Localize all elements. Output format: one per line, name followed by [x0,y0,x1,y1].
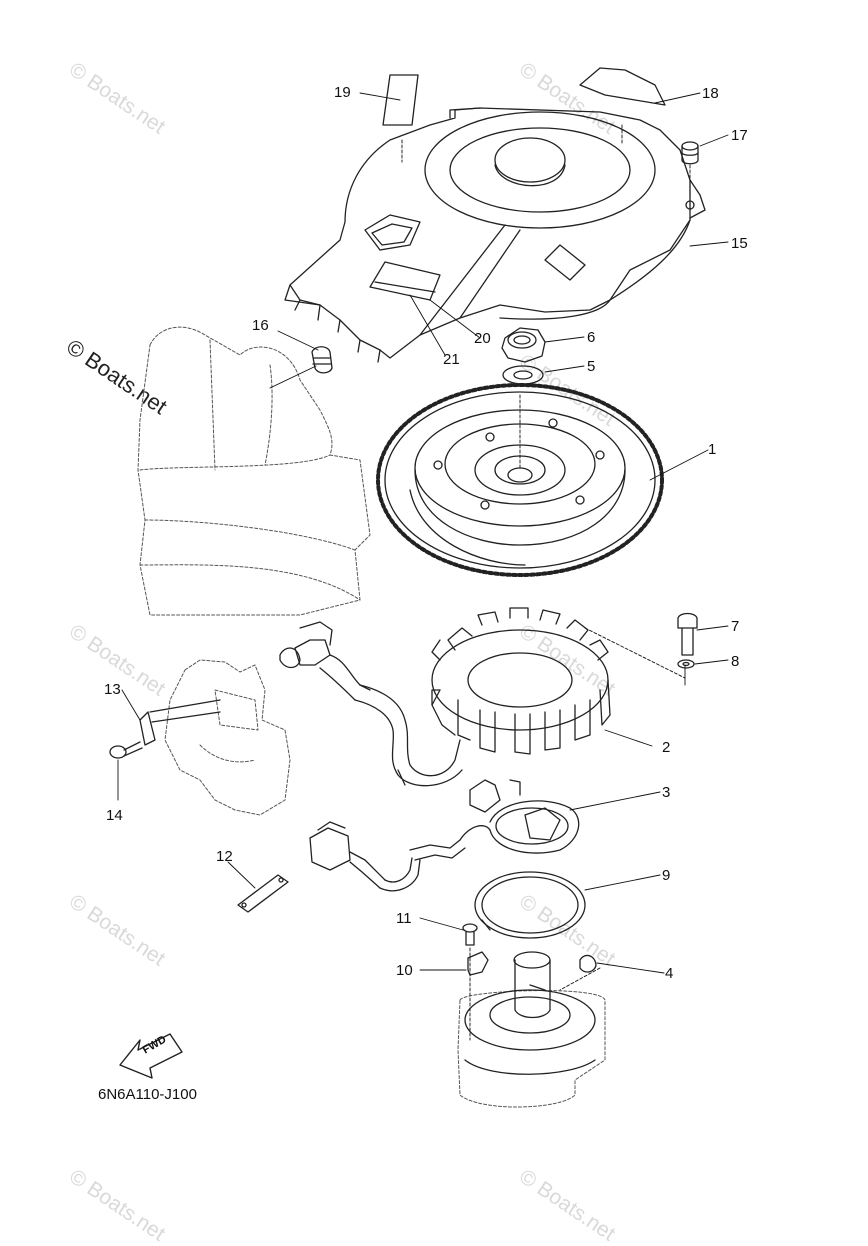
screw [109,741,143,759]
label-plate [369,261,441,301]
callout-12: 12 [216,848,233,865]
grommet [311,346,333,374]
grommet [681,141,699,165]
stator-wire-harness [279,621,463,787]
crankcase-base [457,951,606,1108]
callout-13: 13 [104,681,121,698]
callout-17: 17 [731,127,748,144]
callout-11: 11 [396,910,412,927]
callout-7: 7 [731,618,740,635]
flywheel [376,383,664,577]
callout-1: 1 [708,441,717,458]
decal [382,74,419,126]
callout-14: 14 [106,807,123,824]
callout-20: 20 [474,330,491,347]
flywheel-nut [501,327,546,363]
screw [462,923,478,946]
callout-3: 3 [662,784,671,801]
stator [431,607,611,755]
callout-6: 6 [587,329,596,346]
callout-2: 2 [662,739,671,756]
fwd-arrow-icon [119,1033,183,1079]
leader-lines [117,92,729,1041]
engine-block-outline [137,326,371,616]
woodruff-key [579,954,597,973]
retaining-ring [474,871,586,939]
callout-10: 10 [396,962,413,979]
callout-4: 4 [665,965,674,982]
parts-diagram [109,67,729,1108]
pulser-coil [409,779,580,861]
callout-21: 21 [443,351,460,368]
clamp [467,951,489,976]
pulser-wire-harness [309,821,421,892]
bolt [677,612,698,656]
diagram-part-code: 6N6A110-J100 [98,1086,197,1103]
callout-18: 18 [702,85,719,102]
plate [237,874,289,913]
callout-9: 9 [662,867,671,884]
callout-19: 19 [334,84,351,101]
washer [502,365,544,385]
clip [139,711,156,746]
callout-15: 15 [731,235,748,252]
callout-16: 16 [252,317,269,334]
callout-5: 5 [587,358,596,375]
washer [677,659,695,669]
flywheel-cover [284,107,706,363]
lower-housing-outline [164,659,291,816]
decal [579,67,666,106]
callout-8: 8 [731,653,740,670]
